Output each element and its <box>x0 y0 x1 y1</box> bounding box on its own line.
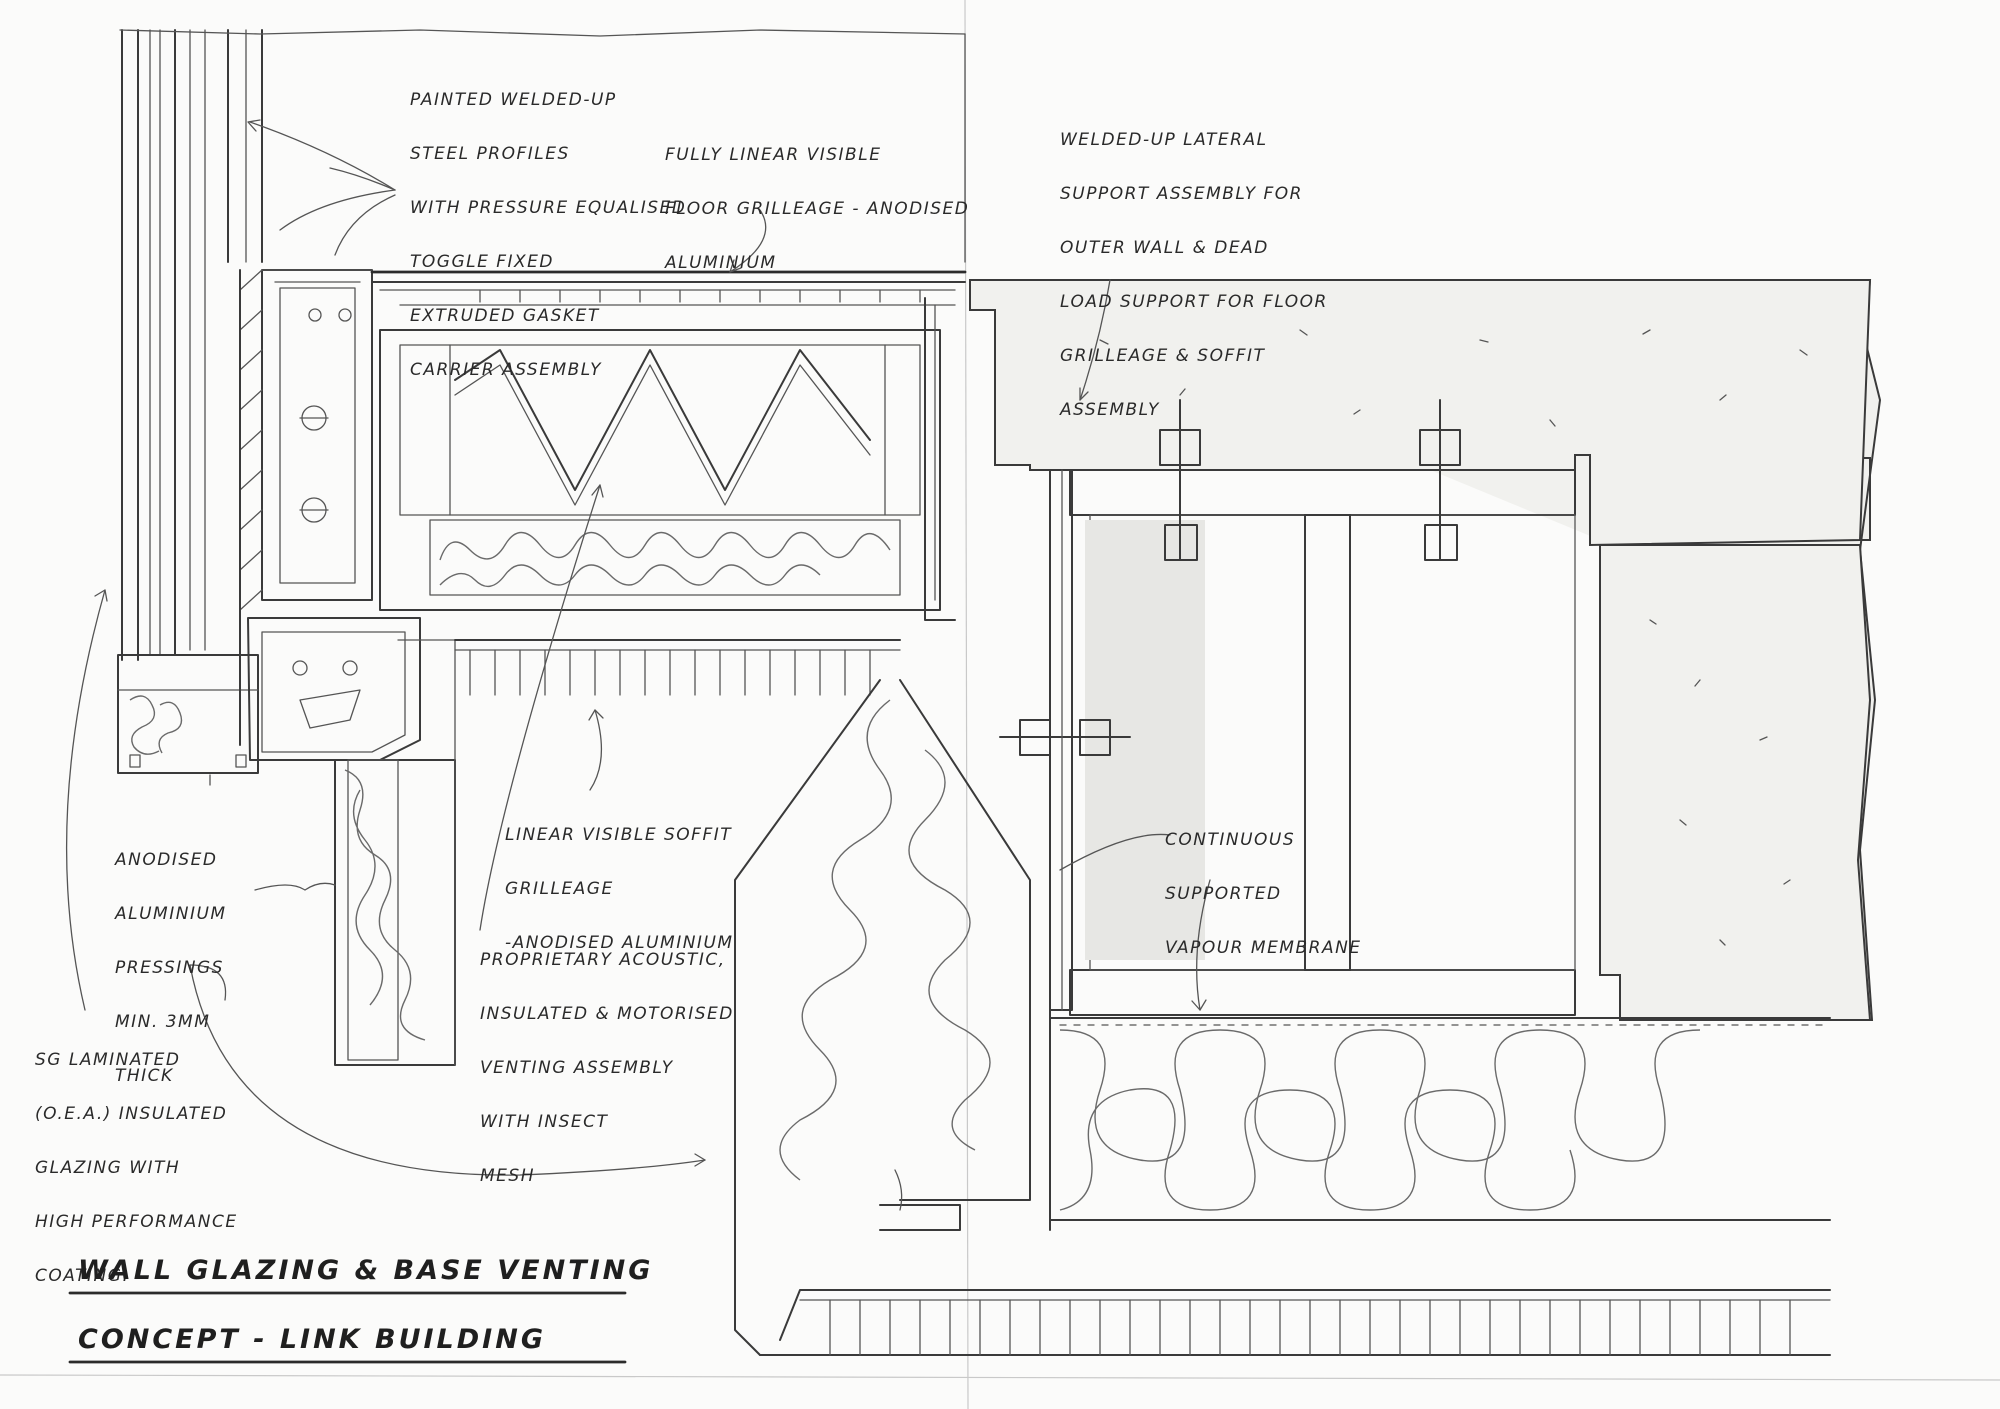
note-vapour-membrane: Continuous supported vapour membrane <box>1165 800 1362 989</box>
note-line: -anodised aluminium <box>505 933 734 953</box>
drawing-title: Wall Glazing & Base Venting <box>78 1255 654 1286</box>
drawing-subtitle: Concept - Link Building <box>78 1324 546 1355</box>
note-line: Painted welded-up <box>410 90 617 110</box>
note-line: (O.E.A.) insulated <box>35 1104 228 1124</box>
note-line: insulated & motorised <box>480 1004 734 1024</box>
note-line: Proprietary acoustic, <box>480 950 726 970</box>
note-line: min. 3mm <box>115 1012 211 1032</box>
lower-wall <box>734 679 1831 1356</box>
note-line: Welded-up lateral <box>1060 130 1268 150</box>
note-line: Anodised <box>115 850 218 870</box>
note-lateral-support: Welded-up lateral support assembly for o… <box>1060 100 1328 451</box>
aluminium-pressing <box>247 617 456 1066</box>
note-line: aluminium <box>665 253 777 273</box>
note-line: SG laminated <box>35 1050 181 1070</box>
note-line: with pressure equalised <box>410 198 687 218</box>
note-line: high performance <box>35 1212 238 1232</box>
note-line: load support for floor <box>1060 292 1328 312</box>
note-line: toggle fixed <box>410 252 554 272</box>
note-line: grilleage <box>505 879 614 899</box>
note-line: outer wall & dead <box>1060 238 1269 258</box>
note-line: steel profiles <box>410 144 570 164</box>
glazing-base <box>117 654 259 774</box>
note-line: venting assembly <box>480 1058 674 1078</box>
note-floor-grilleage: Fully linear visible floor grilleage - a… <box>665 115 969 304</box>
note-line: glazing with <box>35 1158 181 1178</box>
note-line: Linear visible soffit <box>505 825 733 845</box>
note-line: supported <box>1165 884 1282 904</box>
base-soffit <box>759 1289 1831 1356</box>
note-soffit-grilleage: Linear visible soffit grilleage -anodise… <box>505 795 734 984</box>
steel-carrier <box>239 269 373 746</box>
floor-grilleage <box>370 270 967 306</box>
concrete-slab <box>969 279 1882 1021</box>
note-glazing: SG laminated (O.E.A.) insulated glazing … <box>35 1020 238 1317</box>
note-line: aluminium <box>115 904 227 924</box>
note-line: support assembly for <box>1060 184 1303 204</box>
note-line: carrier assembly <box>410 360 602 380</box>
note-line: pressings <box>115 958 224 978</box>
note-line: coating. <box>35 1266 130 1286</box>
soffit-grilleage <box>454 639 901 696</box>
note-aluminium-pressings: Anodised aluminium pressings min. 3mm th… <box>115 820 227 1117</box>
note-line: grilleage & soffit <box>1060 346 1266 366</box>
note-line: mesh <box>480 1166 535 1186</box>
venting-assembly <box>379 297 956 621</box>
note-line: assembly <box>1060 400 1160 420</box>
note-line: thick <box>115 1066 174 1086</box>
steel-i-beam <box>999 399 1576 1016</box>
note-line: vapour membrane <box>1165 938 1362 958</box>
note-line: with insect <box>480 1112 609 1132</box>
note-line: floor grilleage - anodised <box>665 199 970 219</box>
note-venting-assembly: Proprietary acoustic, insulated & motori… <box>480 920 734 1217</box>
note-line: Fully linear visible <box>665 145 882 165</box>
glazing-mullion <box>119 29 966 661</box>
note-line: extruded gasket <box>410 306 600 326</box>
note-line: Continuous <box>1165 830 1296 850</box>
leader-lines <box>65 119 1211 1176</box>
note-steel-profiles: Painted welded-up steel profiles with pr… <box>410 60 686 411</box>
